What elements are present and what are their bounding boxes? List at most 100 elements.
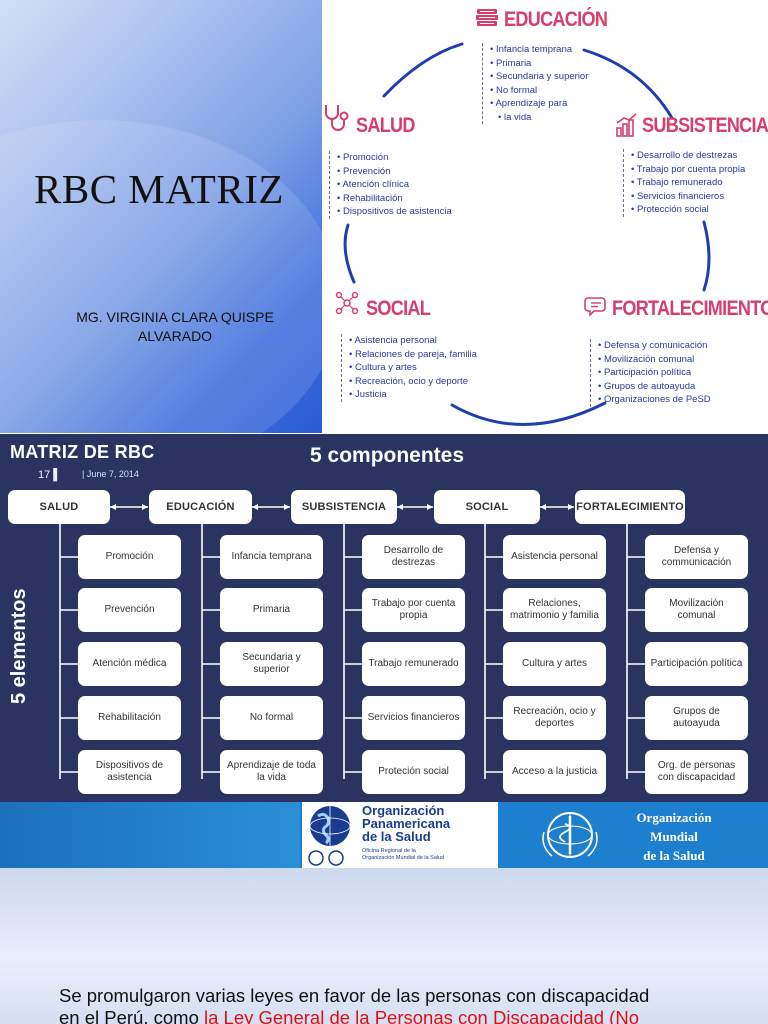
element-box: Acceso a la justicia [503,750,606,794]
element-box: Relaciones, matrimonio y familia [503,588,606,632]
oms-logo: Organización Mundial de la Salud [532,802,742,868]
list-item: No formal [490,84,588,98]
list-item: Trabajo remunerado [631,176,745,190]
element-box: Trabajo remunerado [362,642,465,686]
paragraph-line-2: en el Perú, como la Ley General de la Pe… [59,1007,739,1024]
people-network-icon [335,291,359,315]
paragraph-line-2-prefix: en el Perú, como [59,1007,204,1024]
vertical-label: 5 elementos [8,588,30,704]
author-line-2: ALVARADO [137,328,213,344]
laws-paragraph: Se promulgaron varias leyes en favor de … [59,985,739,1024]
element-box: Cultura y artes [503,642,606,686]
oms-name-line: Mundial [650,829,698,844]
element-box: Infancia temprana [220,535,323,579]
books-icon [476,9,498,26]
list-item: Recreación, ocio y deporte [349,375,477,389]
list-item: Secundaria y superior [490,70,588,84]
arc-social-salud [343,223,356,284]
element-box: Promoción [78,535,181,579]
header-educacion: EDUCACIÓN [149,490,252,524]
list-item: Justicia [349,388,477,402]
component-list-subsistencia: Desarrollo de destrezas Trabajo por cuen… [623,149,745,217]
arc-subsistencia-fortalecimiento [702,220,711,292]
footer-date-text: June 7, 2014 [86,469,139,479]
matrix-panel: MATRIZ DE RBC 5 componentes 5 elementos … [0,434,768,802]
list-item: Cultura y artes [349,361,477,375]
component-title-social: SOCIAL [366,297,431,320]
element-box: Rehabilitación [78,696,181,740]
element-box: Trabajo por cuenta propia [362,588,465,632]
element-box: Desarrollo de destrezas [362,535,465,579]
list-item: Promoción [337,151,452,165]
list-item: Desarrollo de destrezas [631,149,745,163]
list-item: Prevención [337,165,452,179]
law-name-highlight: la Ley General de la Personas con Discap… [204,1007,639,1024]
footer-date: | June 7, 2014 [82,469,139,479]
slide-title: RBC MATRIZ MG. VIRGINIA CLARA QUISPE ALV… [0,0,768,433]
page-number-text: 17 [38,469,51,481]
element-box: Dispositivos de asistencia [78,750,181,794]
oms-name-line: de la Salud [643,848,705,863]
element-box: Grupos de autoayuda [645,696,748,740]
element-box: Asistencia personal [503,535,606,579]
speech-bubbles-icon [584,297,606,317]
ops-logo: Organización Panamericana de la Salud Of… [302,802,498,868]
author-line-1: MG. VIRGINIA CLARA QUISPE [76,309,274,325]
component-list-educacion: Infancia temprana Primaria Secundaria y … [482,43,588,124]
list-item: Primaria [490,57,588,71]
header-subsistencia: SUBSISTENCIA [291,490,397,524]
paragraph-line-1: Se promulgaron varias leyes en favor de … [59,985,650,1006]
rbc-cycle-diagram: EDUCACIÓN Infancia temprana Primaria Sec… [322,0,768,433]
list-item: Aprendizaje para [490,97,588,111]
component-title-educacion: EDUCACIÓN [504,8,608,31]
list-item: Protección social [631,203,745,217]
element-box: Org. de personas con discapacidad [645,750,748,794]
header-salud: SALUD [8,490,110,524]
arc-fortalecimiento-social [450,401,607,426]
list-item: Organizaciones de PeSD [598,393,711,407]
list-item: Participación política [598,366,711,380]
matrix-subtitle: 5 componentes [310,444,465,467]
component-title-subsistencia: SUBSISTENCIA [642,114,768,137]
arc-salud-educacion [382,42,464,98]
list-item: Relaciones de pareja, familia [349,348,477,362]
oms-name-line: Organización [636,810,712,825]
who-emblem-icon [542,812,598,858]
list-item: Atención clínica [337,178,452,192]
list-item: Asistencia personal [349,334,477,348]
component-title-salud: SALUD [356,114,415,137]
header-fortalecimiento: FORTALECIMIENTO [575,490,685,524]
element-box: Recreación, ocio y deportes [503,696,606,740]
component-list-social: Asistencia personal Relaciones de pareja… [341,334,477,402]
matrix-title: MATRIZ DE RBC [10,442,155,462]
element-box: No formal [220,696,323,740]
list-item-continuation: la vida [490,111,588,125]
element-box: Primaria [220,588,323,632]
element-box: Proteción social [362,750,465,794]
ops-name: Organización Panamericana de la Salud [362,804,450,843]
list-item: Servicios financieros [631,190,745,204]
list-item: Grupos de autoayuda [598,380,711,394]
author: MG. VIRGINIA CLARA QUISPE ALVARADO [40,308,310,346]
slide-laws: Se promulgaron varias leyes en favor de … [0,868,768,1024]
ops-globe-icon [308,806,351,866]
ops-name-line: Panamericana [362,816,451,831]
stethoscope-icon [325,105,349,131]
arc-educacion-subsistencia [582,48,674,120]
element-box: Secundaria y superior [220,642,323,686]
slide-matrix: MATRIZ DE RBC 5 componentes 5 elementos … [0,434,768,868]
matrix-connectors [59,504,645,779]
ops-sub-line: Organización Mundial de la Salud [362,855,445,861]
component-list-fortalecimiento: Defensa y comunicación Movilización comu… [590,339,711,407]
element-box: Atención médica [78,642,181,686]
list-item: Trabajo por cuenta propia [631,163,745,177]
list-item: Dispositivos de asistencia [337,205,452,219]
ops-name-line: Organización [362,803,445,818]
element-box: Aprendizaje de toda la vida [220,750,323,794]
element-box: Prevención [78,588,181,632]
element-box: Participación política [645,642,748,686]
element-box: Servicios financieros [362,696,465,740]
list-item: Defensa y comunicación [598,339,711,353]
bar-chart-icon [616,113,637,137]
element-box: Defensa y communicación [645,535,748,579]
